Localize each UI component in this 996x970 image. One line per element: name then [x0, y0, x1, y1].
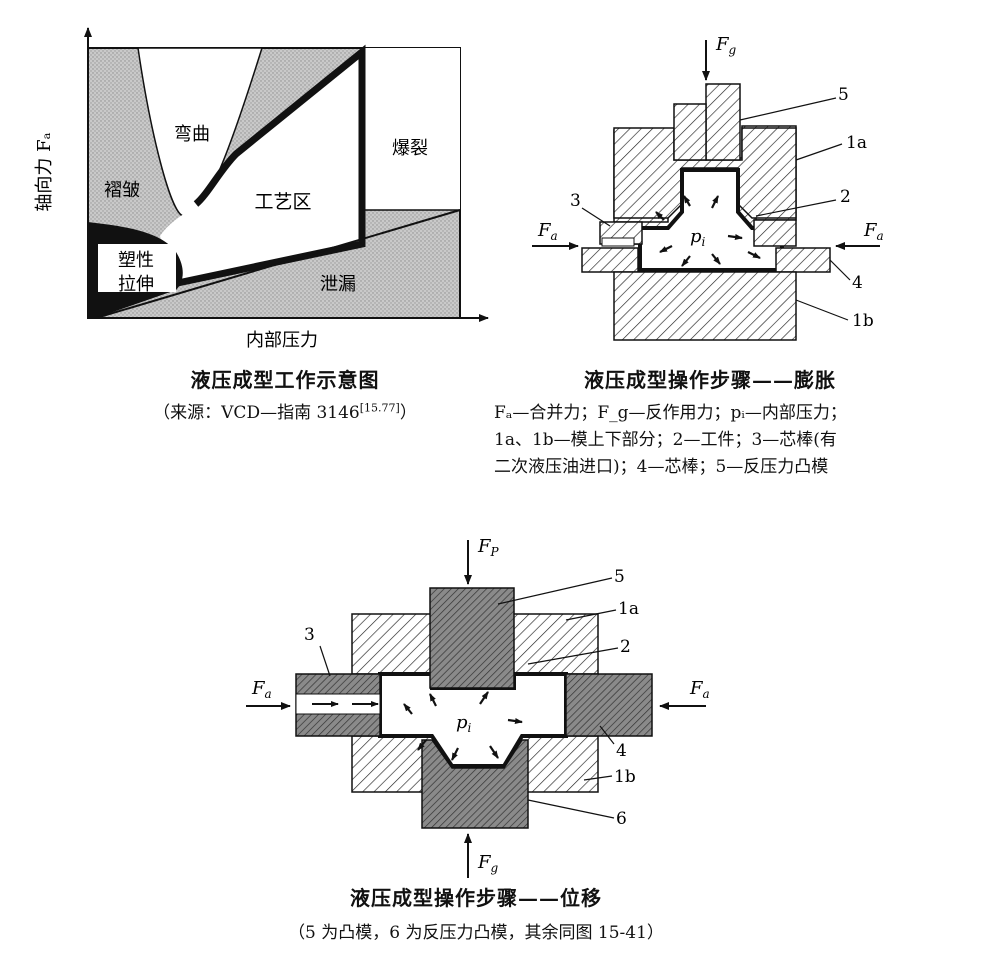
part-label-3: 3	[304, 625, 315, 645]
pressure-label: pi	[456, 712, 472, 735]
process-window-chart: 弯曲 褶皱 工艺区 爆裂 塑性 拉伸 泄漏 轴向力 Fₐ 内部压力	[34, 27, 489, 351]
part-label-6: 6	[616, 809, 627, 829]
part-label-5: 5	[614, 567, 625, 587]
force-left-label: Fa	[251, 678, 272, 701]
label-plastic-2: 拉伸	[118, 274, 154, 295]
force-right-label: Fa	[863, 220, 884, 243]
displacement-diagram: FP Fg Fa Fa pi 5 1a 2 3 4 1b 6	[246, 536, 710, 878]
fig2-legend-line: 二次液压油进口)；4—芯棒；5—反压力凸模	[494, 457, 829, 477]
part-label-1a: 1a	[618, 599, 639, 619]
lower-die-1b	[613, 271, 797, 341]
mandrel-4	[565, 673, 653, 737]
fig2-legend-line: Fₐ—合并力；F_g—反作用力；pᵢ—内部压力；	[494, 403, 847, 423]
leader-lines-fig2	[581, 97, 851, 321]
punch-left-block	[673, 103, 707, 161]
part-label-1b: 1b	[614, 767, 636, 787]
fig2-legend-line: 1a、1b—模上下部分；2—工件；3—芯棒(有	[494, 430, 837, 450]
mandrel-left-4	[581, 247, 639, 273]
part-label-1a: 1a	[846, 133, 867, 153]
fig2-legend: Fₐ—合并力；F_g—反作用力；pᵢ—内部压力； 1a、1b—模上下部分；2—工…	[494, 400, 847, 481]
part-label-4: 4	[852, 273, 863, 293]
fig1-caption: 液压成型工作示意图	[190, 368, 380, 392]
leader-lines-fig3	[319, 577, 619, 819]
pressure-label: pi	[690, 226, 706, 249]
force-left-label: Fa	[537, 220, 558, 243]
fig3-note: （5 为凸模，6 为反压力凸模，其余同图 15-41）	[288, 923, 664, 943]
mandrel-3-inlet	[601, 237, 635, 247]
part-label-2: 2	[840, 187, 851, 207]
bursting-region	[362, 48, 460, 210]
plastic-stretch-label-bg	[98, 244, 176, 292]
mandrel-4	[775, 247, 831, 273]
pressure-arrows	[655, 195, 761, 267]
label-wrinkling: 褶皱	[104, 180, 140, 201]
punch-5	[429, 587, 515, 689]
y-axis-label: 轴向力 Fₐ	[34, 132, 55, 211]
part-label-5: 5	[838, 85, 849, 105]
part-label-4: 4	[616, 741, 627, 761]
fig3-caption: 液压成型操作步骤——位移	[350, 886, 602, 910]
expansion-diagram: Fg Fa Fa pi 5 1a 2 3 4 1b	[532, 34, 884, 341]
process-boundary	[172, 44, 366, 288]
fig1-source: （来源：VCD—指南 3146[15.77]）	[153, 401, 417, 423]
pressure-arrows	[403, 691, 523, 761]
force-top-label: FP	[477, 536, 500, 559]
label-bending: 弯曲	[174, 124, 210, 145]
x-axis-label: 内部压力	[246, 330, 318, 351]
force-right-label: Fa	[689, 678, 710, 701]
label-plastic-1: 塑性	[118, 250, 154, 271]
part-label-1b: 1b	[852, 311, 874, 331]
force-top-label: Fg	[715, 34, 737, 57]
label-process-zone: 工艺区	[254, 191, 311, 213]
counter-punch-6	[421, 739, 529, 829]
part-label-3: 3	[570, 191, 581, 211]
process-zone-region	[160, 50, 362, 282]
fig2-caption: 液压成型操作步骤——膨胀	[584, 368, 836, 392]
leakage-boundary	[95, 209, 461, 319]
counter-punch-5	[705, 83, 741, 161]
label-leakage: 泄漏	[320, 274, 356, 295]
workpiece-2	[638, 168, 784, 272]
part-label-2: 2	[620, 637, 631, 657]
force-bottom-label: Fg	[477, 852, 499, 875]
label-bursting: 爆裂	[392, 138, 428, 159]
mandrel-right-upper	[753, 219, 797, 247]
